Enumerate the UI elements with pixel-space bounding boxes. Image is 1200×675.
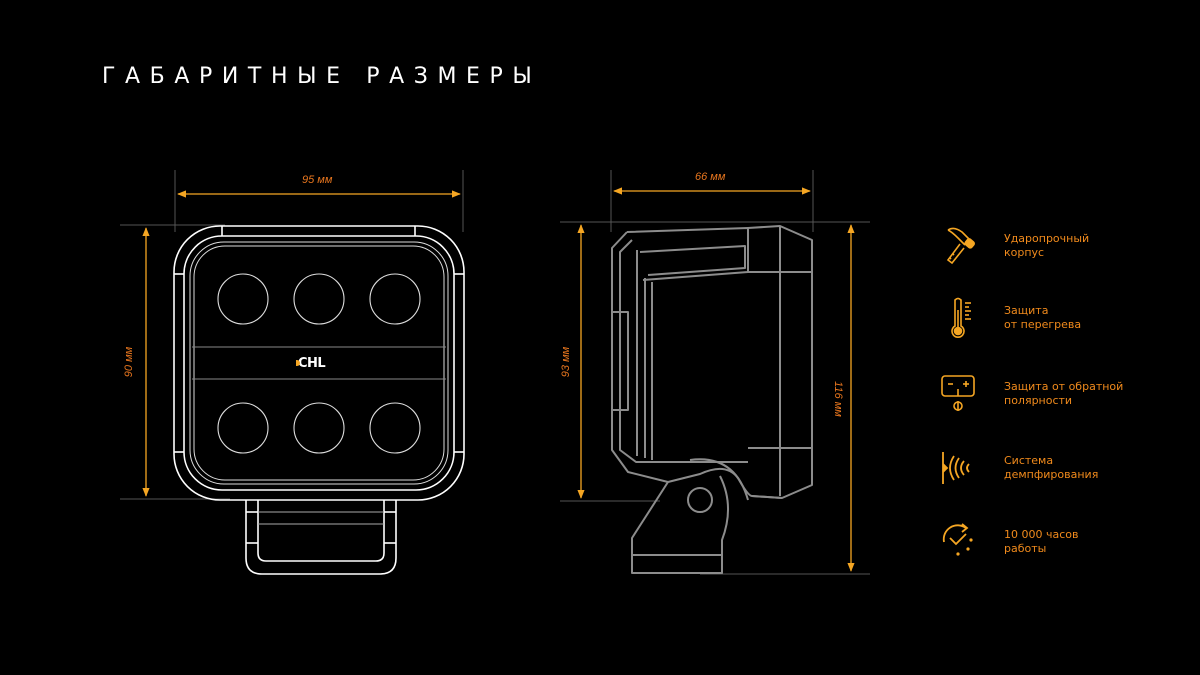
clock-check-icon [942, 523, 973, 556]
logo-accent [296, 360, 300, 366]
front-view [120, 170, 465, 575]
side-body-height-label: 93 мм [560, 346, 572, 378]
brand-logo: CHL [296, 356, 326, 371]
hammer-icon [946, 227, 975, 265]
battery-polarity-icon [941, 375, 975, 411]
thermometer-icon [951, 297, 971, 338]
side-depth-label: 66 мм [695, 171, 726, 183]
vibration-damping-icon [942, 452, 970, 484]
front-width-label: 95 мм [302, 174, 333, 186]
page-title: ГАБАРИТНЫЕ РАЗМЕРЫ [102, 64, 542, 89]
front-height-label: 90 мм [123, 346, 135, 378]
led-array [217, 273, 421, 454]
side-total-height-label: 116 мм [832, 381, 844, 417]
side-view [560, 170, 870, 575]
